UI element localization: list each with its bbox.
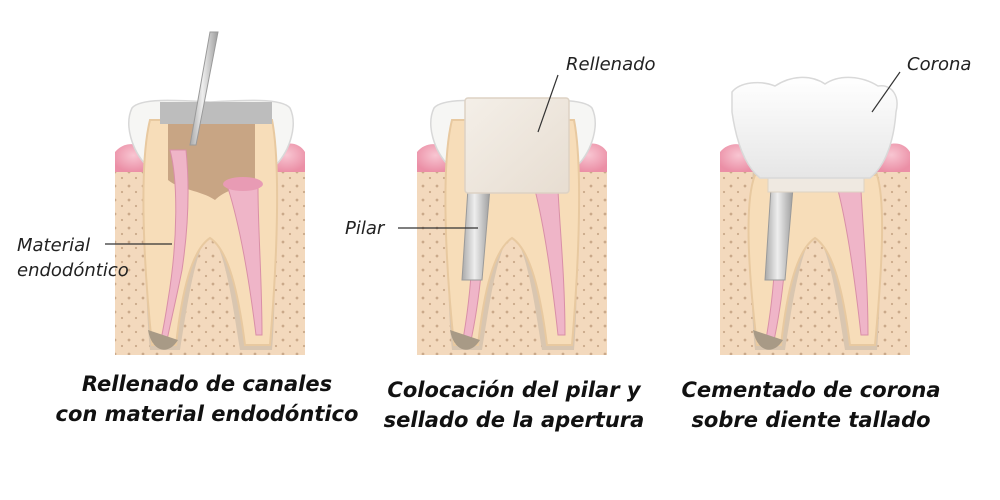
caption-3-line1: Cementado de corona [681,378,940,402]
panel-2: Pilar Rellenado Colocación del pilar y s… [345,54,656,432]
cavity-rim [160,102,272,124]
caption-2-line2: sellado de la apertura [384,408,645,432]
label-rellenado: Rellenado [566,54,656,75]
caption-2-line1: Colocación del pilar y [387,378,641,402]
corona-crown [732,77,897,178]
label-pilar: Pilar [345,218,386,239]
caption-3-line2: sobre diente tallado [691,408,930,432]
label-material-line1: Material [17,235,90,256]
label-material-line2: endodóntico [17,260,129,281]
panel-3: Corona Cementado de corona sobre diente … [681,54,971,432]
label-corona: Corona [907,54,971,75]
caption-1-line2: con material endodóntico [56,402,359,426]
canal-right-opening [223,177,263,191]
panel-1: Material endodóntico Rellenado de canale… [17,32,358,426]
rellenado-filling [465,98,569,193]
caption-1-line1: Rellenado de canales [82,372,332,396]
